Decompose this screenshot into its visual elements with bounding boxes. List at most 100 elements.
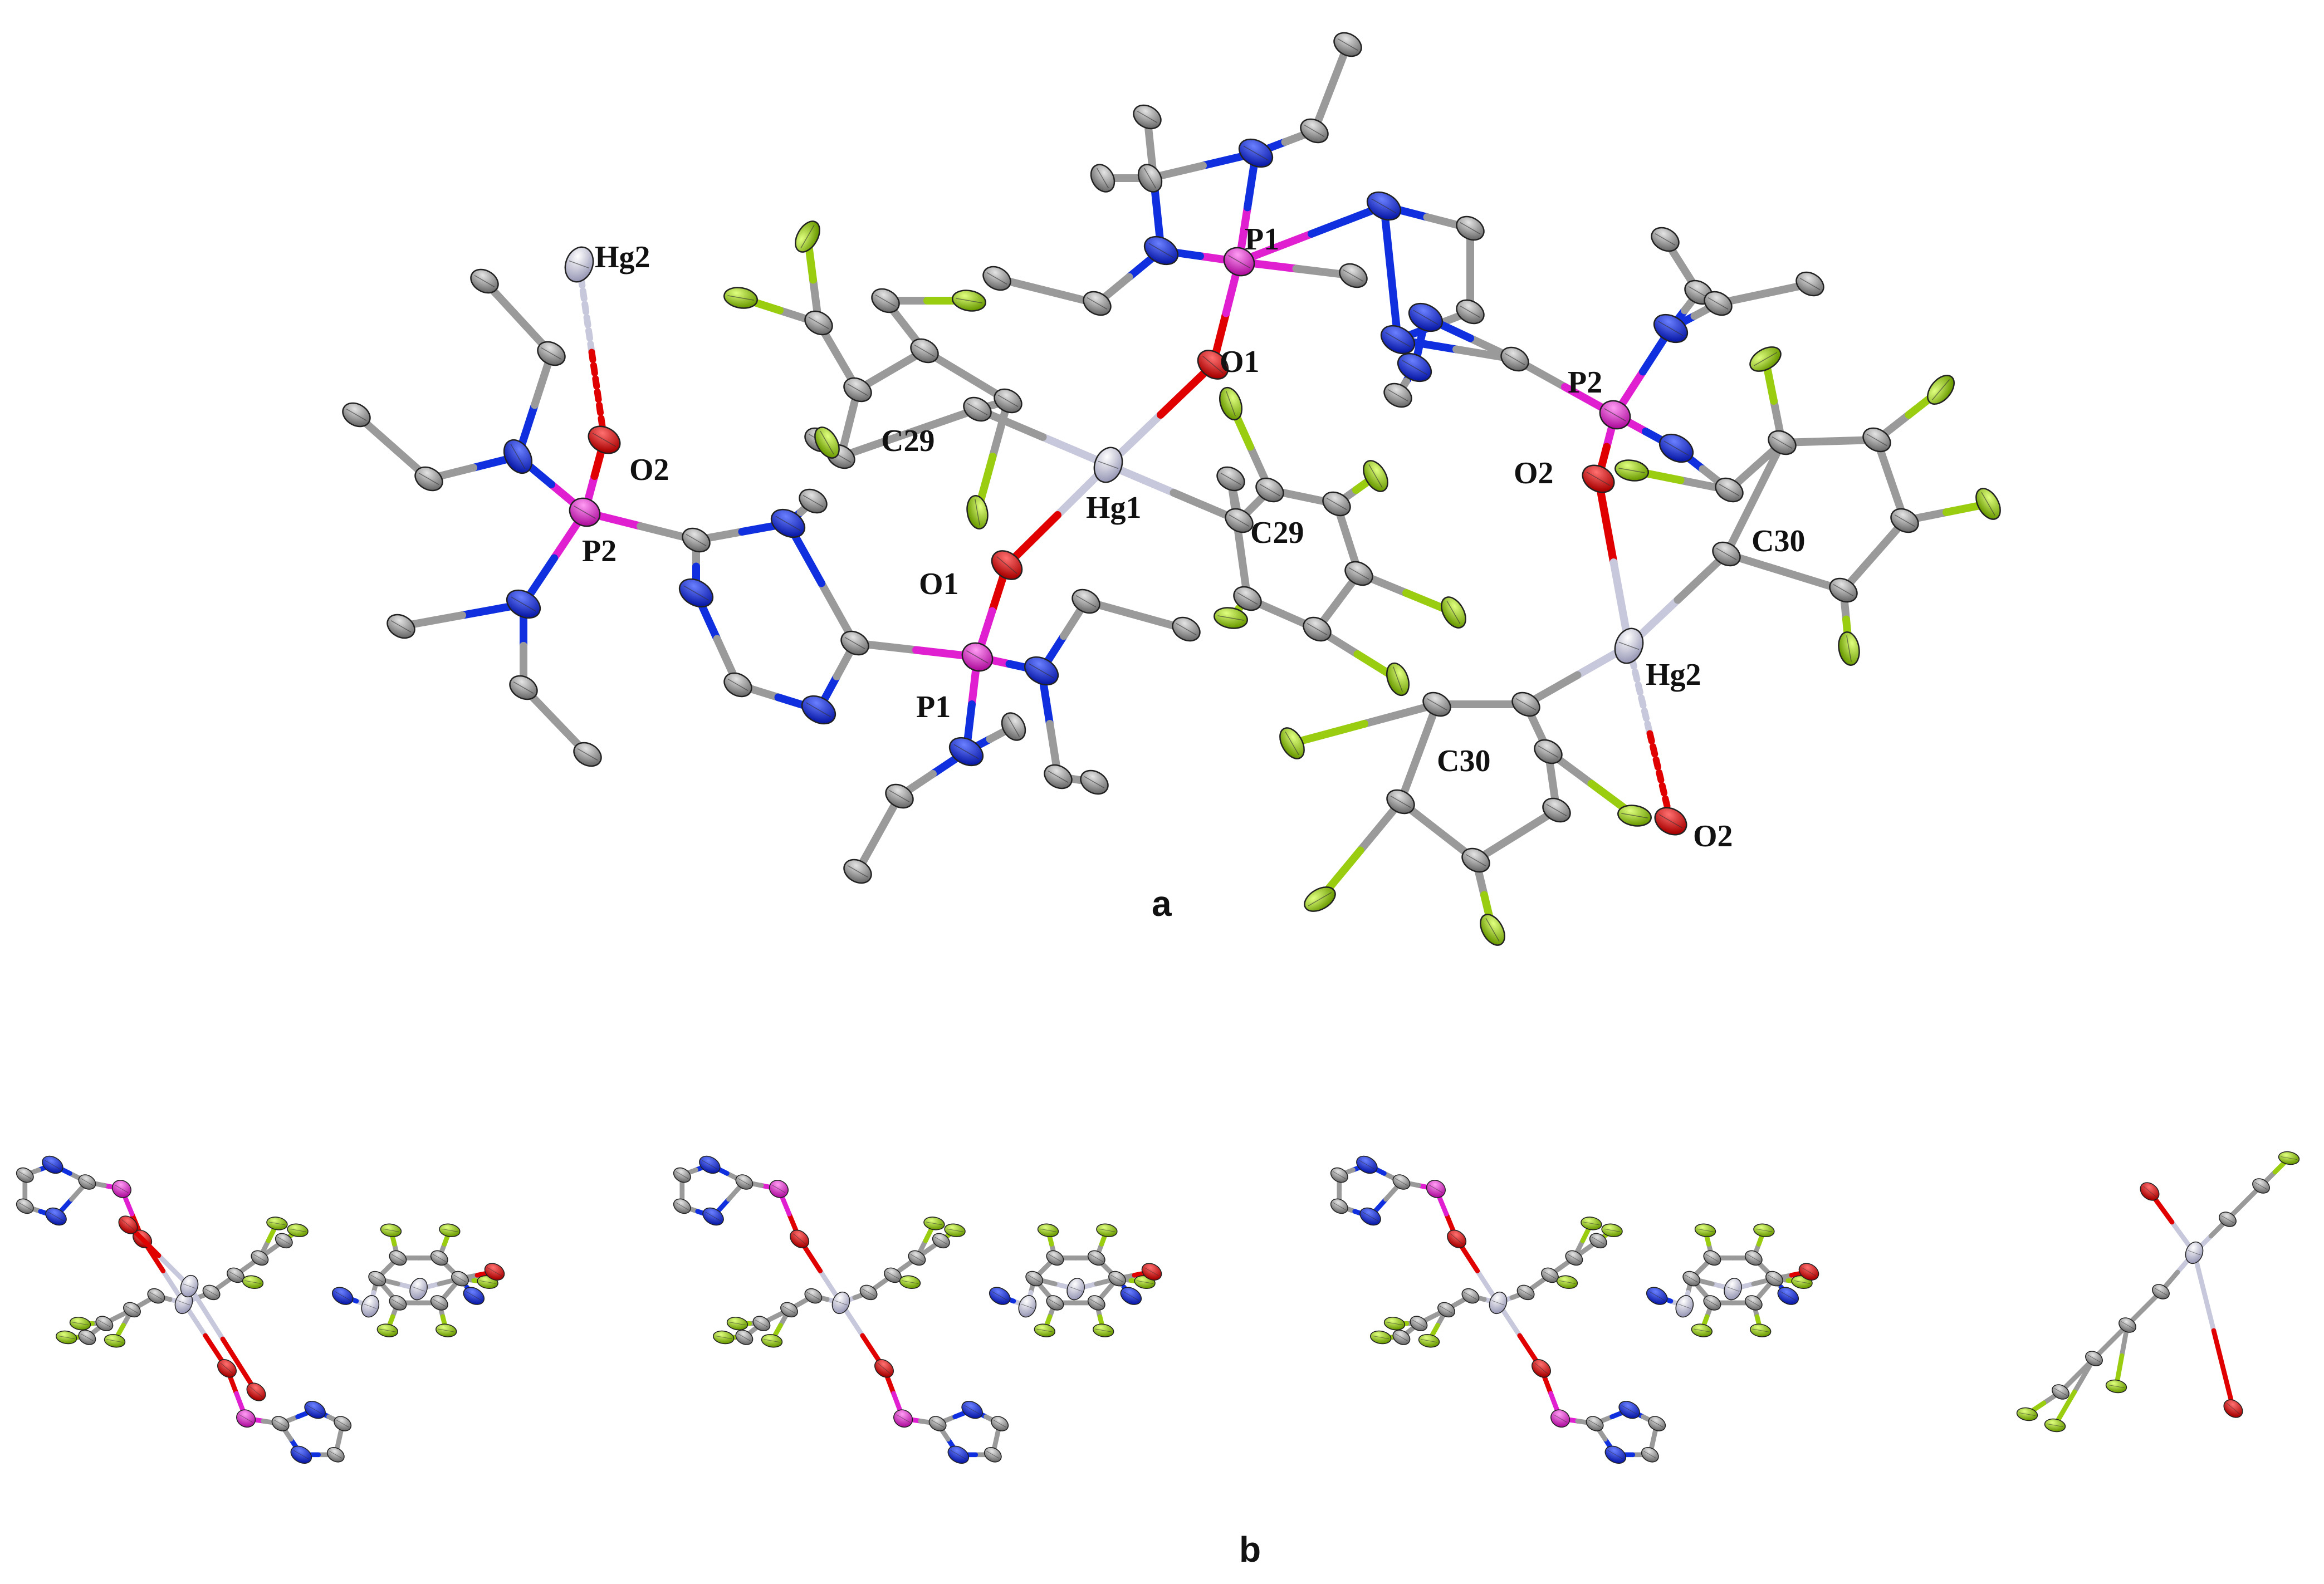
atom-axis [1543, 1271, 1557, 1279]
atom-axis [1226, 391, 1236, 416]
label-c29-lower: C29 [1250, 516, 1304, 550]
atom-axis [1753, 352, 1778, 366]
atom-axis [1485, 918, 1500, 942]
atom-axis [1559, 1280, 1576, 1284]
panel-a-atom-labels: Hg2 O2 P2 C29 O1 P1 Hg1 O1 C29 P1 P2 O2 … [582, 222, 1805, 854]
atom-axis [1029, 663, 1054, 679]
atom-axis [1048, 770, 1069, 783]
atom-axis [121, 1219, 135, 1230]
atom-axis [346, 408, 367, 421]
atom-axis [383, 1228, 399, 1232]
atom-axis [834, 1300, 848, 1306]
atom-axis [1368, 464, 1383, 488]
atom-axis [1144, 1267, 1159, 1277]
atom-axis [1694, 1328, 1710, 1332]
atom-axis [1643, 1450, 1657, 1459]
atom-axis [433, 1299, 446, 1307]
atom-axis [106, 1339, 123, 1343]
atom-axis [764, 1339, 780, 1343]
atom-axis [967, 403, 988, 416]
atom-axis [274, 1420, 287, 1428]
atom-axis [993, 1420, 1006, 1428]
atom-axis [1664, 440, 1689, 456]
atom-axis [1755, 1228, 1773, 1232]
atom-axis [1096, 168, 1109, 189]
atom-axis [2047, 1423, 2063, 1428]
atom-axis [453, 1274, 467, 1283]
atom-axis [513, 681, 534, 694]
atom-axis [1075, 595, 1097, 608]
atom-axis [1604, 408, 1626, 421]
atom-axis [1655, 233, 1676, 246]
atom-axis [877, 1362, 891, 1374]
label-c30-upper: C30 [1751, 524, 1805, 558]
atom-axis [1618, 641, 1640, 650]
atom-axis [1387, 389, 1408, 402]
atom-axis [1333, 1171, 1346, 1179]
label-p2-right: P2 [1568, 365, 1602, 400]
label-o2-left: O2 [629, 453, 669, 487]
atom-axis [1719, 483, 1740, 497]
atom-axis [569, 260, 590, 269]
atom-axis [715, 1335, 732, 1340]
atom-axis [1504, 352, 1525, 366]
atom-axis [966, 650, 989, 664]
atom-axis [792, 1233, 806, 1245]
atom-axis [1421, 1339, 1437, 1343]
atom-axis [1362, 1212, 1378, 1222]
atom-axis [1981, 492, 1995, 516]
atom-axis [875, 294, 896, 307]
atom-axis [1040, 1228, 1056, 1232]
bond [1646, 730, 1674, 825]
atom-axis [1592, 1237, 1605, 1245]
atom-axis [1658, 321, 1684, 336]
atom-axis [277, 1237, 291, 1245]
atom-axis [997, 394, 1019, 408]
atom-axis [80, 1178, 94, 1186]
atom-axis [239, 1414, 253, 1423]
atom-axis [886, 1271, 899, 1279]
atom-axis [1202, 355, 1224, 374]
atom-axis [2154, 1288, 2168, 1296]
atom-axis [466, 1291, 482, 1301]
atom-axis [1583, 1222, 1600, 1225]
atom-axis [755, 1320, 768, 1328]
atom-axis [1412, 1320, 1425, 1328]
atom-axis [1685, 1274, 1698, 1283]
atom-axis [1705, 1254, 1719, 1262]
atom-axis [1395, 1178, 1408, 1186]
atom-axis [992, 1291, 1008, 1301]
atom-axis [775, 516, 801, 531]
atom-axis [177, 1300, 190, 1306]
atom-axis [1426, 698, 1447, 711]
atom-axis [1098, 460, 1119, 469]
label-o2-right-upper: O2 [1514, 456, 1554, 491]
atom-axis [1123, 1291, 1139, 1301]
atom-axis [1386, 1322, 1403, 1326]
panel-a-molecule [342, 32, 2001, 946]
atom-axis [364, 1303, 377, 1309]
atom-axis [1460, 305, 1481, 318]
atom-axis [115, 1185, 129, 1193]
atom-axis [58, 1335, 75, 1340]
atom-axis [1567, 1254, 1581, 1262]
atom-axis [737, 1178, 751, 1186]
atom-axis [729, 1322, 746, 1326]
atom-axis [1894, 514, 1915, 527]
atom-axis [390, 620, 412, 633]
atom-axis [1098, 1228, 1115, 1232]
atom-axis [229, 1271, 242, 1279]
atom-axis [379, 1328, 396, 1332]
bond [2211, 1328, 2236, 1411]
atom-axis [702, 1160, 718, 1170]
atom-axis [268, 1222, 286, 1225]
atom-axis [1650, 1420, 1664, 1428]
atom-axis [1304, 124, 1325, 138]
atom-axis [1491, 1300, 1505, 1306]
atom-axis [844, 636, 865, 650]
atom-axis [18, 1202, 32, 1210]
atom-axis [391, 1299, 404, 1307]
atom-axis [1747, 1299, 1760, 1307]
atom-axis [2188, 1250, 2201, 1256]
atom-axis [335, 1291, 351, 1301]
